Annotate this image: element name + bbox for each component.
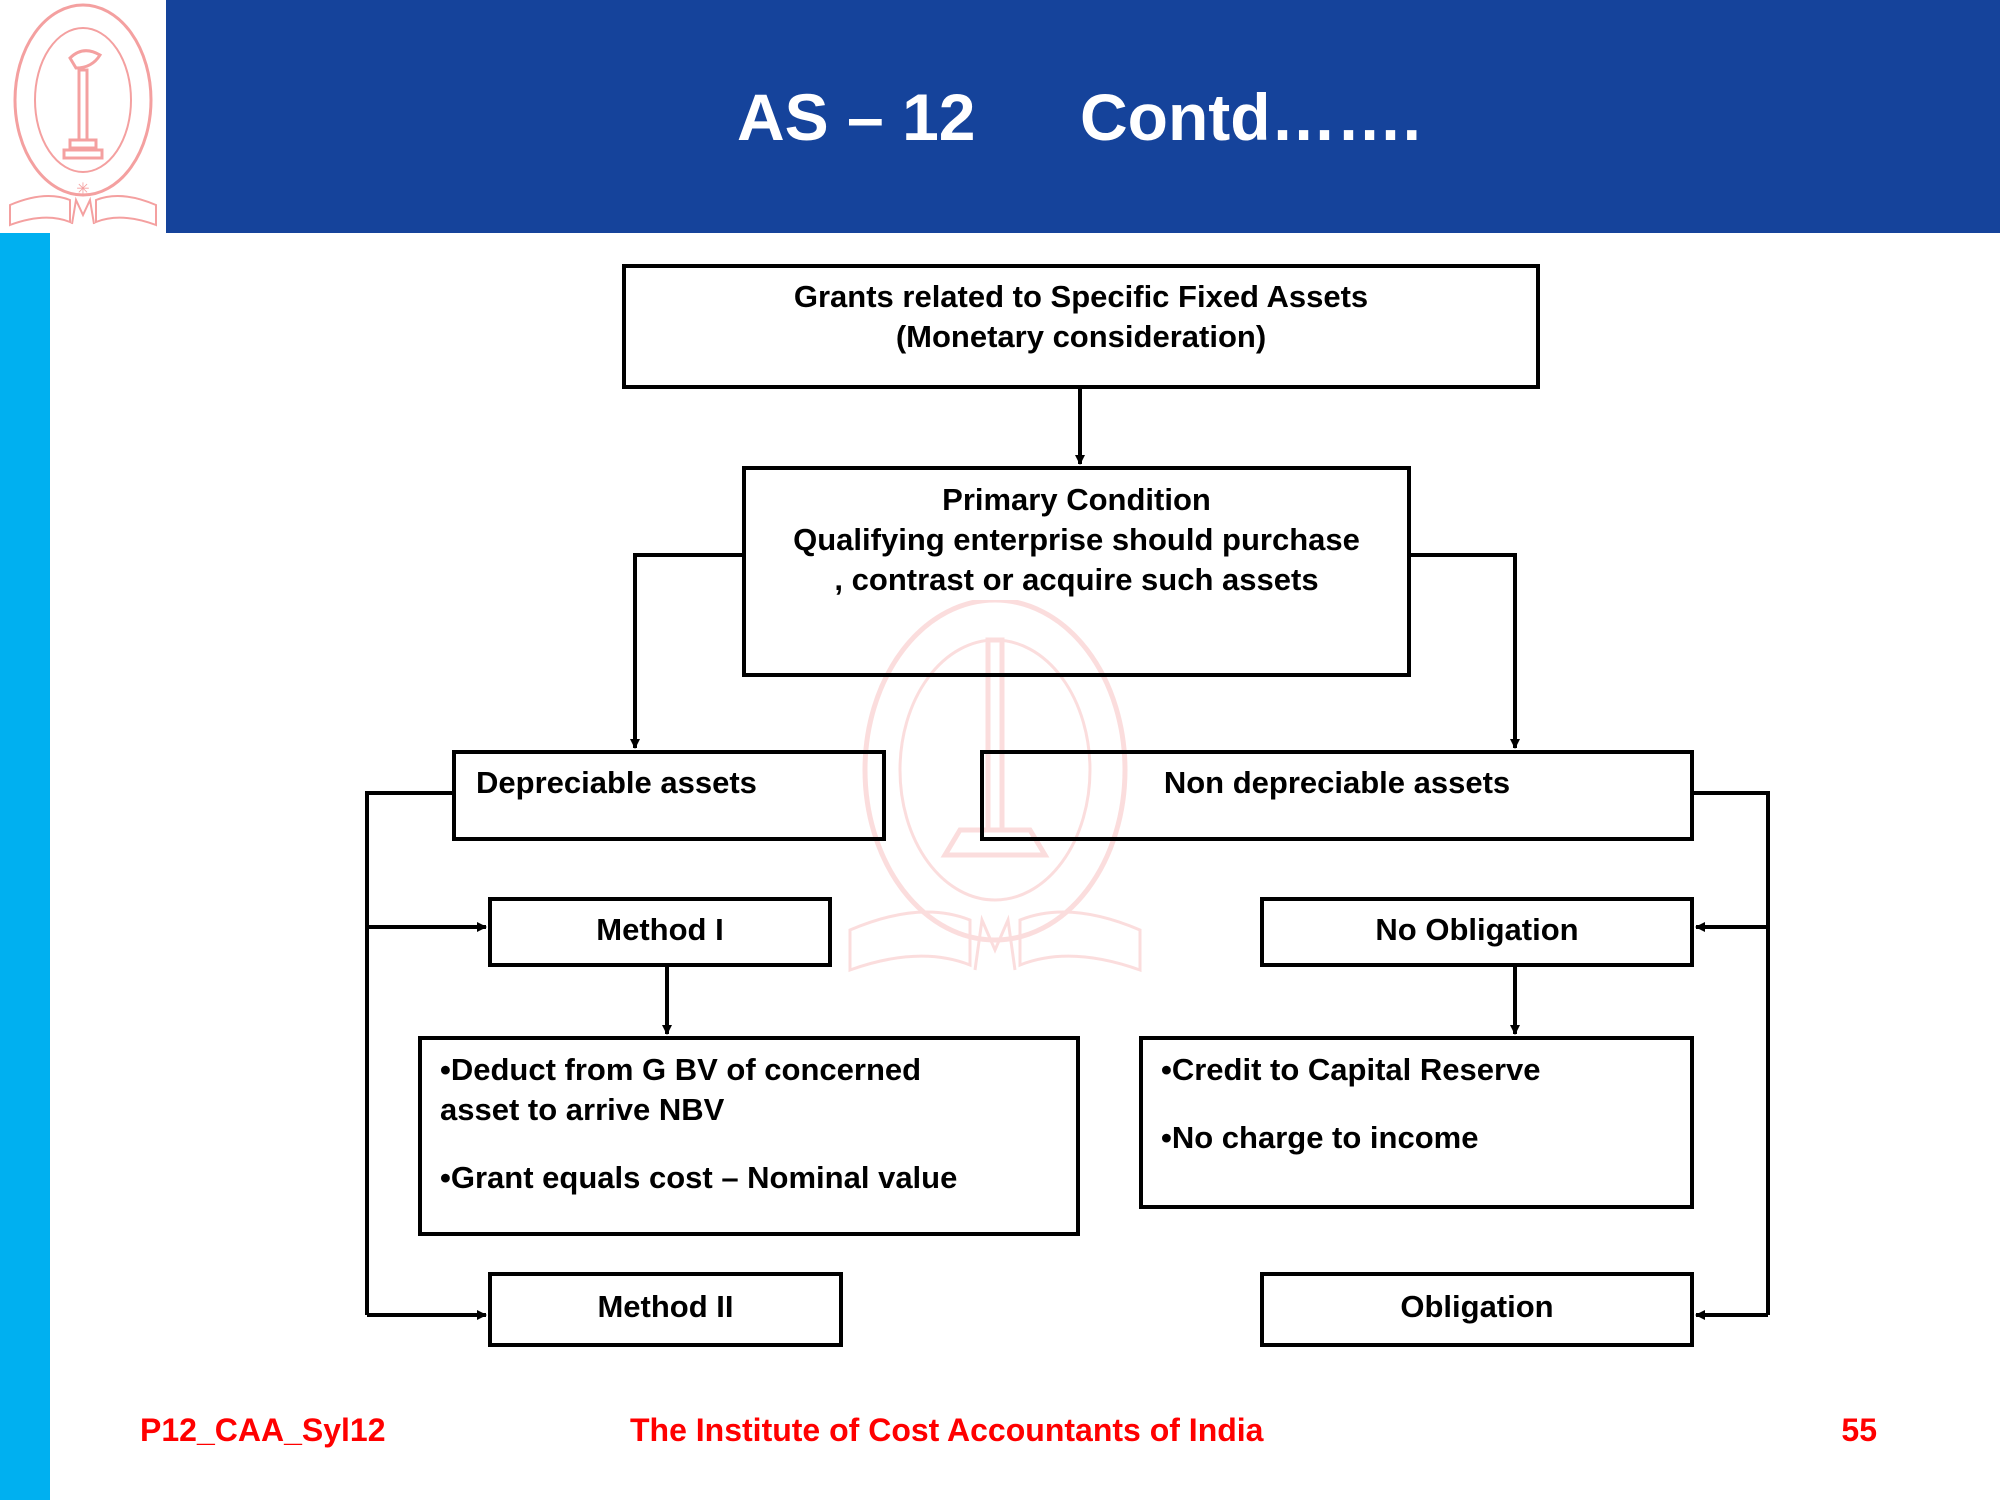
primary-box-line3: , contrast or acquire such assets [834,562,1319,597]
arrow-primary-to-nondepreciable [1411,553,1520,749]
top-box-line2: (Monetary consideration) [895,319,1267,354]
svg-text:✳: ✳ [76,181,89,198]
obligation-box: Obligation [1260,1272,1694,1347]
primary-box-line1: Primary Condition [942,482,1211,517]
no-obligation-points-box: •Credit to Capital Reserve •No charge to… [1139,1036,1694,1209]
method-1-point: •Grant equals cost – Nominal value [440,1160,958,1195]
no-obligation-point: •Credit to Capital Reserve [1161,1052,1541,1087]
primary-condition-box: Primary Condition Qualifying enterprise … [742,466,1411,677]
footer-page-number: 55 [1841,1412,1877,1448]
watermark-logo-icon [848,600,1142,973]
method-1-box: Method I [488,897,832,967]
method-1-point: asset to arrive NBV [440,1092,725,1127]
method-1-point: •Deduct from G BV of concerned [440,1052,922,1087]
depreciable-label: Depreciable assets [476,765,757,800]
title-banner [166,0,2000,233]
obligation-label: Obligation [1400,1289,1554,1324]
logo: ✳ [0,0,166,233]
method-2-box: Method II [488,1272,843,1347]
no-obligation-box: No Obligation [1260,897,1694,967]
method-1-label: Method I [596,912,724,947]
method-2-label: Method II [597,1289,734,1324]
grants-fixed-assets-box: Grants related to Specific Fixed Assets … [622,264,1540,389]
arrow-primary-to-depreciable [630,553,742,749]
institute-logo-icon: ✳ [9,3,157,227]
line-depreciable-left [365,791,452,1315]
non-depreciable-assets-box: Non depreciable assets [980,750,1694,841]
no-obligation-point: •No charge to income [1161,1120,1479,1155]
footer-institute: The Institute of Cost Accountants of Ind… [630,1412,1264,1448]
no-obligation-label: No Obligation [1375,912,1579,947]
footer-course-code: P12_CAA_Syl12 [140,1412,386,1448]
depreciable-assets-box: Depreciable assets [452,750,886,841]
slide-title: AS – 12 [737,80,976,154]
side-accent-bar [0,233,50,1500]
line-nondepreciable-right [1694,791,1770,1315]
slide-title-continued: Contd……. [1080,80,1421,154]
primary-box-line2: Qualifying enterprise should purchase [793,522,1360,557]
method-1-points-box: •Deduct from G BV of concerned asset to … [418,1036,1080,1236]
non-depreciable-label: Non depreciable assets [1163,765,1511,800]
top-box-line1: Grants related to Specific Fixed Assets [793,279,1369,314]
